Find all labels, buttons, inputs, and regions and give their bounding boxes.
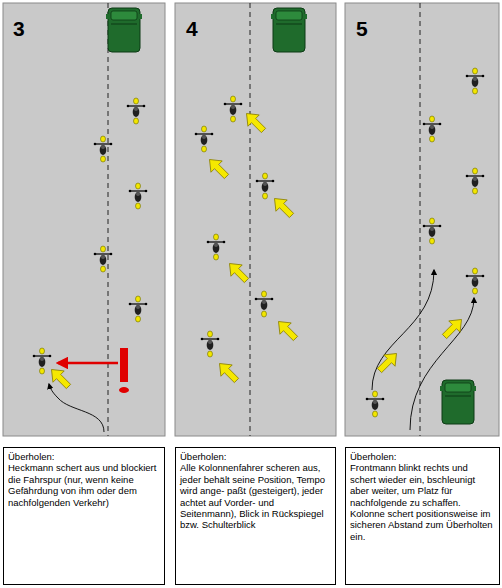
cyclist [466, 268, 485, 294]
move-arrow [204, 154, 232, 182]
cyclist [94, 246, 113, 272]
block-arrow [58, 362, 118, 365]
move-arrow [224, 258, 252, 286]
text-box: Überholen:Heckmann schert aus und blocki… [3, 447, 165, 585]
panel-number: 5 [356, 18, 368, 39]
cyclist [127, 98, 146, 124]
move-arrow [214, 358, 242, 386]
move-arrow [46, 364, 74, 392]
box-body: Heckmann schert aus und blockiert die Fa… [8, 462, 160, 508]
cyclist [423, 116, 442, 142]
cyclist [466, 168, 485, 194]
path-arrow [49, 384, 104, 432]
cyclist [466, 68, 485, 94]
path-arrow [410, 298, 474, 430]
cyclist [201, 331, 220, 357]
cyclist [207, 234, 226, 260]
cyclist [195, 126, 214, 152]
move-arrow [273, 316, 301, 344]
cyclist [129, 183, 148, 209]
warning-mark [119, 387, 129, 393]
road [175, 3, 336, 436]
road [3, 3, 165, 436]
box-heading: Überholen: [8, 451, 160, 462]
road [345, 3, 499, 436]
text-box: Überholen:Alle Kolonnenfahrer scheren au… [175, 447, 336, 585]
move-arrow [439, 314, 467, 342]
panel-number: 3 [13, 18, 25, 39]
move-arrow [269, 193, 297, 221]
move-arrow [374, 348, 402, 376]
box-body: Alle Kolonnenfahrer scheren aus, jeder b… [180, 462, 331, 530]
cyclist [366, 391, 385, 417]
lane-line [250, 3, 251, 436]
truck [440, 380, 476, 424]
cyclist [94, 136, 113, 162]
warning-mark [120, 348, 128, 382]
truck [106, 8, 142, 52]
path-arrow [372, 270, 434, 390]
truck [271, 8, 307, 52]
lane-line [420, 3, 421, 436]
cyclist [224, 96, 243, 122]
text-box: Überholen:Frontmann blinkt rechts und sc… [345, 447, 500, 585]
box-heading: Überholen: [350, 451, 495, 462]
cyclist [33, 348, 52, 374]
panel-number: 4 [186, 18, 198, 39]
cyclist [255, 291, 274, 317]
cyclist [129, 296, 148, 322]
cyclist [256, 173, 275, 199]
move-arrow [241, 108, 269, 136]
lane-line [108, 3, 109, 436]
cyclist [423, 218, 442, 244]
box-body: Frontmann blinkt rechts und schert wiede… [350, 462, 495, 542]
box-heading: Überholen: [180, 451, 331, 462]
